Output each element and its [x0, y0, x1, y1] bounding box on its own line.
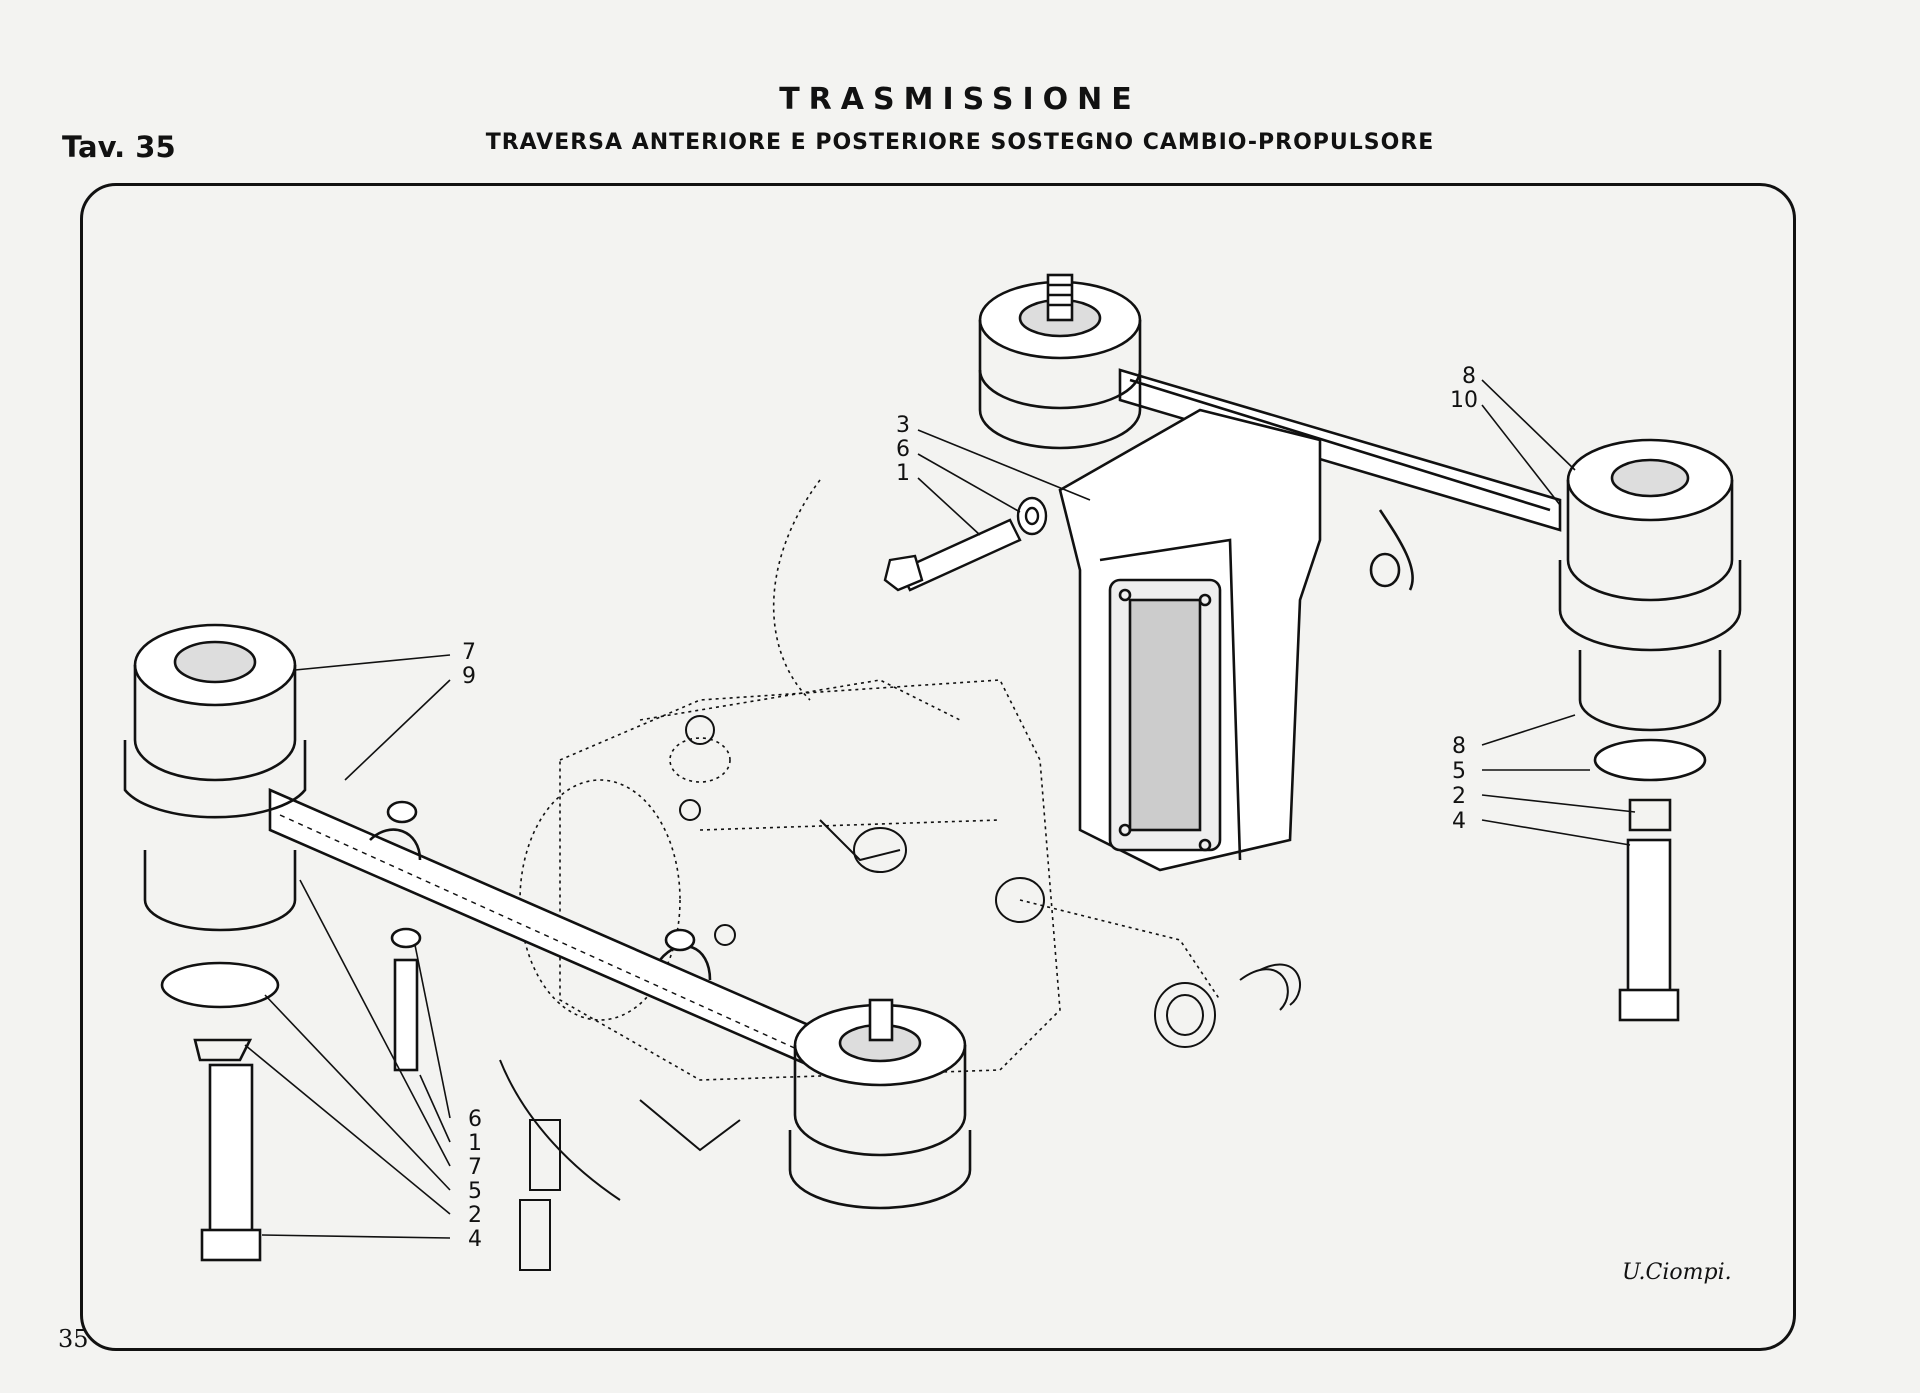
table-label: Tav. 35: [62, 130, 176, 164]
callout-4b: 4: [468, 1227, 482, 1252]
callout-9: 9: [462, 664, 476, 689]
diagram-frame: [80, 183, 1796, 1351]
page-subtitle: TRAVERSA ANTERIORE E POSTERIORE SOSTEGNO…: [485, 130, 1435, 155]
callouts-left-lower: 6 1 7 5 2 4: [468, 1107, 482, 1252]
artist-signature: U.Ciompi.: [1622, 1260, 1732, 1285]
callout-1: 1: [896, 461, 910, 486]
callout-8: 8: [1462, 364, 1476, 389]
callout-8b: 8: [1452, 734, 1466, 759]
callout-2b: 2: [468, 1203, 482, 1228]
rear-right-mount: [1558, 438, 1742, 1022]
page-number: 35: [58, 1325, 89, 1353]
rear-crossmember: [1058, 368, 1562, 872]
callout-2: 2: [1452, 784, 1466, 809]
front-crossmember: [268, 788, 822, 1072]
top-bolt: [883, 496, 1048, 592]
callouts-left-upper: 7 9: [462, 640, 476, 689]
callout-3: 3: [896, 413, 910, 438]
callout-5b: 5: [468, 1179, 482, 1204]
callout-6: 6: [896, 437, 910, 462]
front-left-mount: [123, 623, 422, 1262]
callout-5: 5: [1452, 759, 1466, 784]
callouts-top-right: 8 10: [1450, 364, 1478, 413]
callouts-top-center: 3 6 1: [896, 413, 910, 486]
gearbox-details: [499, 715, 1301, 1271]
leader-lines: [244, 379, 1636, 1239]
front-right-mount: [788, 998, 972, 1210]
callout-7b: 7: [468, 1155, 482, 1180]
callout-4: 4: [1452, 809, 1466, 834]
rear-left-mount: [978, 273, 1142, 450]
callouts-right-lower: 8 5 2 4: [1452, 734, 1466, 834]
callout-10: 10: [1450, 388, 1478, 413]
callout-1b: 1: [468, 1131, 482, 1156]
page-title: TRASMISSIONE: [779, 82, 1141, 117]
callout-7: 7: [462, 640, 476, 665]
callout-6b: 6: [468, 1107, 482, 1132]
